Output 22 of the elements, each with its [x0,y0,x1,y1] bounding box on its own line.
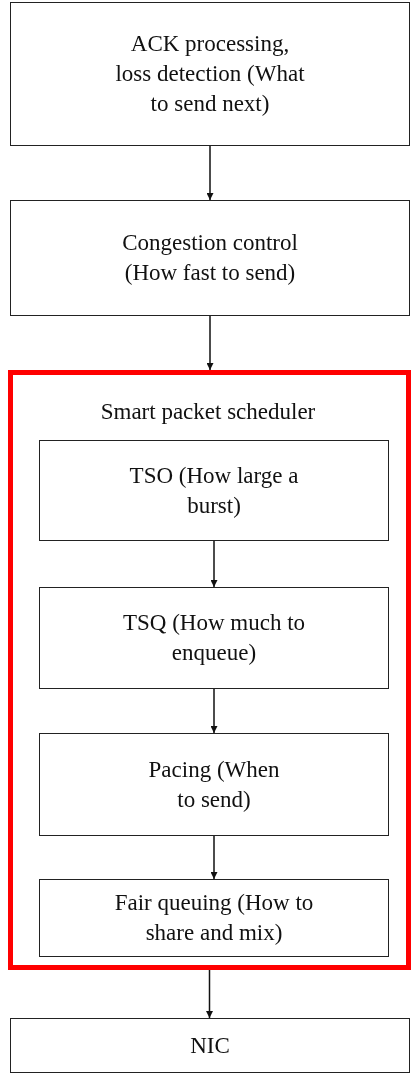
box-label: NIC [189,1031,231,1060]
arrow [210,540,218,588]
box-label: Fair queuing (How to share and mix) [113,889,315,947]
process-box [39,440,389,541]
box-label: Congestion control (How fast to send) [121,229,299,287]
box-label: Pacing (When to send) [147,755,281,814]
box-label: TSQ (How much to enqueue) [121,609,307,667]
process-box [10,1018,410,1073]
arrow [206,315,214,371]
box-label: TSO (How large a burst) [128,461,300,520]
process-box [39,587,389,689]
arrow [210,688,218,734]
group-title: Smart packet scheduler [99,398,317,426]
group-frame [8,370,411,970]
arrow [210,835,218,880]
process-box [39,879,389,957]
process-box [10,2,410,146]
arrow [206,145,214,201]
box-label: ACK processing, loss detection (What to send next) [114,30,306,118]
process-box [39,733,389,836]
process-box [10,200,410,316]
arrow [206,969,213,1019]
